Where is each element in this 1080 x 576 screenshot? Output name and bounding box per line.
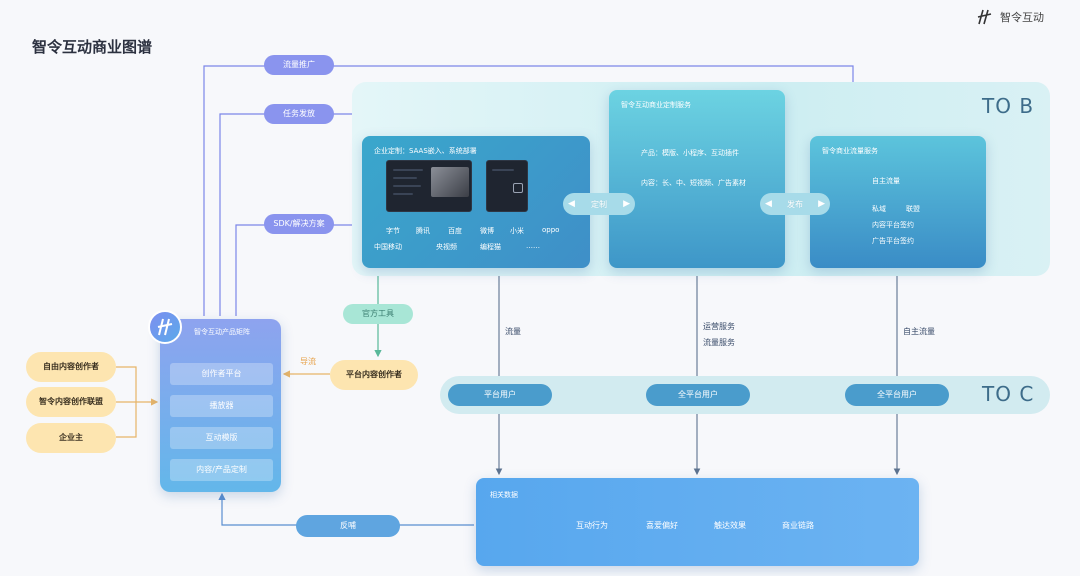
custom-products: 产品：模版、小程序、互动插件 — [641, 149, 739, 157]
matrix-creator-platform: 创作者平台 — [170, 363, 273, 385]
traffic-service-label: 流量服务 — [703, 338, 735, 347]
guide-label: 导流 — [300, 357, 316, 366]
traffic-ad-platform: 广告平台签约 — [872, 237, 914, 245]
partner-weibo: 微博 — [480, 227, 494, 235]
page-title: 智令互动商业图谱 — [32, 38, 153, 56]
free-creator-pill: 自由内容创作者 — [26, 352, 116, 382]
partner-xiaomi: 小米 — [510, 227, 524, 235]
traffic-service-title: 智令商业流量服务 — [822, 147, 878, 155]
platform-creator-pill: 平台内容创作者 — [330, 360, 418, 390]
custom-label: 定制 — [591, 199, 607, 209]
right-triangle-icon: ▶ — [623, 199, 630, 209]
self-traffic-label: 自主流量 — [903, 327, 935, 336]
enterprise-card-title: 企业定制：SAAS嵌入、系统部署 — [374, 147, 477, 155]
brand-name: 智令互动 — [1000, 11, 1044, 24]
matrix-interactive-template: 互动模版 — [170, 427, 273, 449]
matrix-logo-badge — [148, 310, 182, 344]
matrix-player: 播放器 — [170, 395, 273, 417]
partner-more: …… — [526, 242, 540, 250]
partner-china-mobile: 中国移动 — [374, 243, 402, 251]
traffic-service-card: 智令商业流量服务 自主流量 私域 联盟 内容平台签约 广告平台签约 — [810, 136, 986, 268]
data-preference: 喜爱偏好 — [646, 521, 678, 530]
partner-cctv-video: 央视频 — [436, 243, 457, 251]
traffic-promo-pill: 流量推广 — [264, 55, 334, 75]
toc-all-platform-users-pill: 全平台用户 — [646, 384, 750, 406]
toc-platform-users-pill: 平台用户 — [448, 384, 552, 406]
saas-screenshot — [386, 160, 472, 212]
product-matrix-card: 智令互动产品矩阵 创作者平台 播放器 互动模版 内容/产品定制 — [160, 319, 281, 492]
left-triangle-icon: ◀ — [765, 199, 772, 209]
matrix-content-customization: 内容/产品定制 — [170, 459, 273, 481]
task-dispatch-pill: 任务发放 — [264, 104, 334, 124]
ops-service-label: 运营服务 — [703, 322, 735, 331]
partner-bytedance: 字节 — [386, 227, 400, 235]
custom-content: 内容：长、中、短视频、广告素材 — [641, 179, 746, 187]
data-reach-effect: 触达效果 — [714, 521, 746, 530]
traffic-alliance: 联盟 — [906, 205, 920, 213]
related-data-title: 相关数据 — [490, 491, 518, 499]
sdk-solution-pill: SDK/解决方案 — [264, 214, 334, 234]
custom-service-card: 智令互动商业定制服务 产品：模版、小程序、互动插件 内容：长、中、短视频、广告素… — [609, 90, 785, 268]
partner-codemao: 编程猫 — [480, 243, 501, 251]
toc-all-platform-users-pill-2: 全平台用户 — [845, 384, 949, 406]
publish-label: 发布 — [787, 199, 803, 209]
publish-arrow-pill: ◀ 发布 ▶ — [760, 193, 830, 215]
brand-logo: 智令互动 — [976, 8, 1044, 26]
data-interaction-behavior: 互动行为 — [576, 521, 608, 530]
creator-alliance-pill: 智令内容创作联盟 — [26, 387, 116, 417]
app-screenshot — [486, 160, 528, 212]
partner-tencent: 腾讯 — [416, 227, 430, 235]
partner-baidu: 百度 — [448, 227, 462, 235]
toc-label: TO C — [982, 382, 1035, 406]
left-triangle-icon: ◀ — [568, 199, 575, 209]
traffic-content-platform: 内容平台签约 — [872, 221, 914, 229]
tob-label: TO B — [982, 94, 1035, 118]
brand-mark-icon — [977, 9, 992, 25]
right-triangle-icon: ▶ — [818, 199, 825, 209]
traffic-self: 自主流量 — [872, 177, 900, 185]
related-data-card: 相关数据 互动行为 喜爱偏好 触达效果 商业链路 — [476, 478, 919, 566]
custom-service-title: 智令互动商业定制服务 — [621, 101, 691, 109]
traffic-flow-label: 流量 — [505, 327, 521, 336]
business-owner-pill: 企业主 — [26, 423, 116, 453]
brand-mark-icon — [157, 318, 173, 336]
partner-oppo: oppo — [542, 226, 560, 234]
custom-arrow-pill: ◀ 定制 ▶ — [563, 193, 635, 215]
data-business-chain: 商业链路 — [782, 521, 814, 530]
traffic-private: 私域 — [872, 205, 886, 213]
official-tool-pill: 官方工具 — [343, 304, 413, 324]
product-matrix-title: 智令互动产品矩阵 — [194, 328, 250, 336]
enterprise-custom-card: 企业定制：SAAS嵌入、系统部署 字节 腾讯 百度 微博 小米 oppo 中国移… — [362, 136, 590, 268]
feedback-pill: 反哺 — [296, 515, 400, 537]
